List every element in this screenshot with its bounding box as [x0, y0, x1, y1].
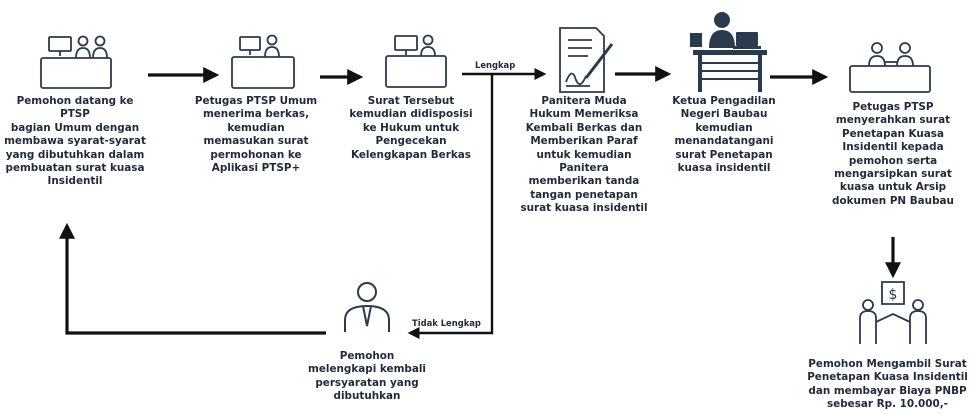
edge-label-lengkap: Lengkap: [475, 60, 516, 70]
step-text-pemohon-datang: Pemohon datang ke PTSP bagian Umum denga…: [4, 95, 146, 188]
step-text-petugas-menyerahkan: Petugas PTSP menyerahkan surat Penetapan…: [832, 101, 954, 207]
edge-label-tidak-lengkap: Tidak Lengkap: [412, 318, 481, 328]
step-text-pemohon-mengambil: Pemohon Mengambil Surat Penetapan Kuasa …: [807, 358, 968, 411]
step-text-petugas-umum: Petugas PTSP Umum menerima berkas, kemud…: [194, 95, 318, 175]
step-text-disposisi-hukum: Surat Tersebut kemudian didisposisi ke H…: [349, 95, 473, 161]
payment-handshake-icon: $: [859, 281, 927, 344]
step-text-panitera-muda: Panitera Muda Hukum Memeriksa Kembali Be…: [520, 95, 648, 215]
handover-counter-icon: [849, 42, 931, 93]
front-desk-staff-icon: [40, 35, 112, 89]
front-desk-staff-icon: [231, 34, 295, 89]
judge-at-desk-icon: [690, 12, 767, 92]
step-text-pemohon-melengkapi: Pemohon melengkapi kembali persyaratan y…: [308, 350, 426, 403]
svg-text:$: $: [889, 287, 898, 303]
applicant-person-icon: [344, 282, 390, 332]
step-text-ketua-pengadilan: Ketua Pengadilan Negeri Baubau kemudian …: [672, 95, 776, 175]
document-sign-icon: [559, 27, 614, 93]
edge-s3-s8: [407, 74, 494, 339]
front-desk-computer-icon: [385, 34, 447, 88]
edge-s8-s1: [59, 222, 326, 335]
